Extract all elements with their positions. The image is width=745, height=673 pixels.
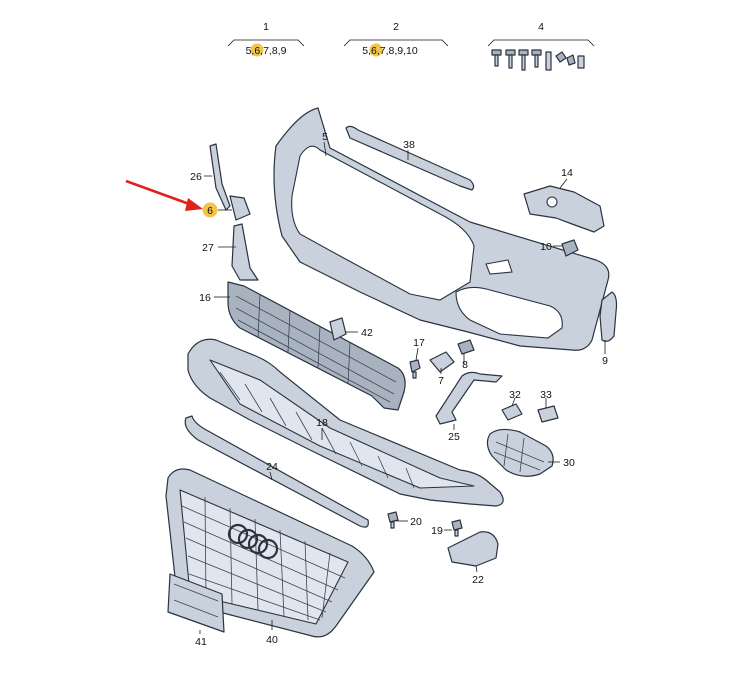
- callout-33: 33: [540, 389, 552, 401]
- header-group-2-items: 5,6,7,8,9,10: [362, 45, 418, 57]
- fastener-set-icon: [491, 49, 585, 71]
- callout-7: 7: [438, 375, 444, 387]
- callout-17: 17: [413, 337, 425, 349]
- part-25-trim-bracket: [435, 371, 503, 425]
- callout-18: 18: [316, 417, 328, 429]
- red-pointer-arrow: [125, 179, 203, 211]
- part-22-lower-bracket: [447, 531, 499, 567]
- header-group-1-highlight: [250, 43, 264, 57]
- part-19-screw: [451, 519, 463, 537]
- callout-40: 40: [266, 634, 278, 646]
- callout-labels: 5 38 14 10 26 6 27 16 42 17 8 7 9 32 33 …: [190, 131, 608, 648]
- part-17-screw: [409, 359, 421, 379]
- part-41-license-plate-bracket: [167, 573, 225, 633]
- header-group-2-highlight: [369, 43, 383, 57]
- part-30-fog-grille: [486, 428, 554, 477]
- part-26-side-strip: [209, 143, 231, 211]
- callout-9: 9: [602, 355, 608, 367]
- part-5-bumper-cover: [273, 107, 610, 351]
- header-group-2: 2 5,6,7,8,9,10: [343, 21, 449, 57]
- callout-6-highlight: [202, 202, 218, 218]
- callout-41: 41: [195, 636, 207, 648]
- header-group-4: 4: [487, 21, 595, 71]
- part-8-clip: [457, 339, 475, 355]
- part-33-sensor-holder: [537, 405, 559, 423]
- header-group-2-bracket: [343, 39, 449, 47]
- header-group-4-number: 4: [538, 21, 544, 33]
- part-14-mounting-bracket: [523, 185, 605, 233]
- header-group-1-number: 1: [263, 21, 269, 33]
- callout-42: 42: [361, 327, 373, 339]
- header-group-1-items: 5,6,7,8,9: [246, 45, 287, 57]
- callout-10: 10: [540, 241, 552, 253]
- header-group-1: 1 5,6,7,8,9: [227, 21, 305, 57]
- part-38-upper-trim: [345, 125, 475, 191]
- callout-20: 20: [410, 516, 422, 528]
- callout-8: 8: [462, 359, 468, 371]
- grille-rings-logo: [227, 523, 279, 560]
- header-group-1-bracket: [227, 39, 305, 47]
- callout-5: 5: [322, 131, 328, 143]
- callout-24: 24: [266, 461, 278, 473]
- part-20-screw: [387, 511, 399, 529]
- header-group-2-number: 2: [393, 21, 399, 33]
- callout-22: 22: [472, 574, 484, 586]
- callout-26: 26: [190, 171, 202, 183]
- part-9-side-guide: [599, 291, 618, 342]
- callout-32: 32: [509, 389, 521, 401]
- part-24-trim-strip: [184, 415, 369, 528]
- part-10-clip: [561, 239, 579, 257]
- part-6-small-trim: [229, 195, 251, 221]
- header-group-4-bracket: [487, 39, 595, 47]
- callout-6: 6: [207, 205, 213, 217]
- callout-30: 30: [563, 457, 575, 469]
- part-16-upper-grille-insert: [227, 281, 406, 411]
- callout-16: 16: [199, 292, 211, 304]
- callout-38: 38: [403, 139, 415, 151]
- part-42-sensor-bracket: [329, 317, 347, 341]
- part-27-vertical-bracket: [231, 223, 259, 281]
- leader-lines: [199, 141, 606, 634]
- part-7-cap: [429, 351, 455, 373]
- callout-19: 19: [431, 525, 443, 537]
- callout-27: 27: [202, 242, 214, 254]
- part-18-lower-carrier: [187, 338, 504, 507]
- callout-25: 25: [448, 431, 460, 443]
- part-32-sensor-holder: [501, 403, 523, 421]
- callout-14: 14: [561, 167, 573, 179]
